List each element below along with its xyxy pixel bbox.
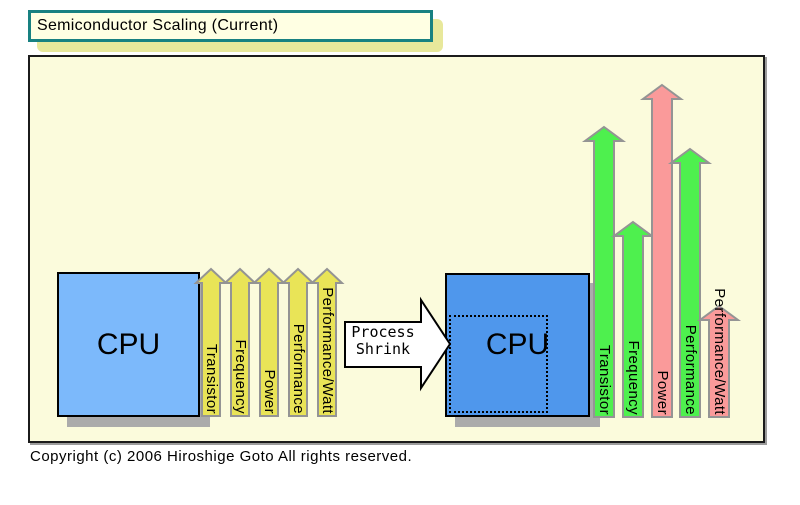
left-arrow-label-performance: Performance bbox=[290, 323, 307, 414]
title-box: Semiconductor Scaling (Current) bbox=[28, 10, 433, 42]
copyright-text: Copyright (c) 2006 Hiroshige Goto All ri… bbox=[30, 448, 413, 465]
right-arrow-label-transistor: Transistor bbox=[596, 344, 613, 415]
left-arrow-label-frequency: Frequency bbox=[232, 339, 249, 414]
left-arrow-label-power: Power bbox=[261, 369, 278, 414]
process-shrink-label-line1: Process bbox=[351, 323, 415, 341]
page-title: Semiconductor Scaling (Current) bbox=[37, 17, 279, 34]
process-shrink-label: Process Shrink bbox=[345, 324, 421, 358]
cpu-before-label: CPU bbox=[96, 327, 161, 361]
right-arrow-label-power: Power bbox=[654, 370, 671, 415]
cpu-box-after: CPU bbox=[445, 273, 590, 417]
cpu-box-before: CPU bbox=[57, 272, 200, 417]
shrunk-die-outline bbox=[449, 315, 548, 413]
cpu-after-label: CPU bbox=[485, 328, 550, 361]
left-arrow-label-performance-watt: Performance/Watt bbox=[319, 287, 336, 414]
process-shrink-label-line2: Shrink bbox=[355, 340, 411, 358]
left-arrow-label-transistor: Transistor bbox=[203, 343, 220, 414]
right-arrow-label-performance-watt: Performance/Watt bbox=[711, 288, 728, 415]
right-arrow-label-frequency: Frequency bbox=[625, 340, 642, 415]
right-arrow-label-performance: Performance bbox=[682, 324, 699, 415]
